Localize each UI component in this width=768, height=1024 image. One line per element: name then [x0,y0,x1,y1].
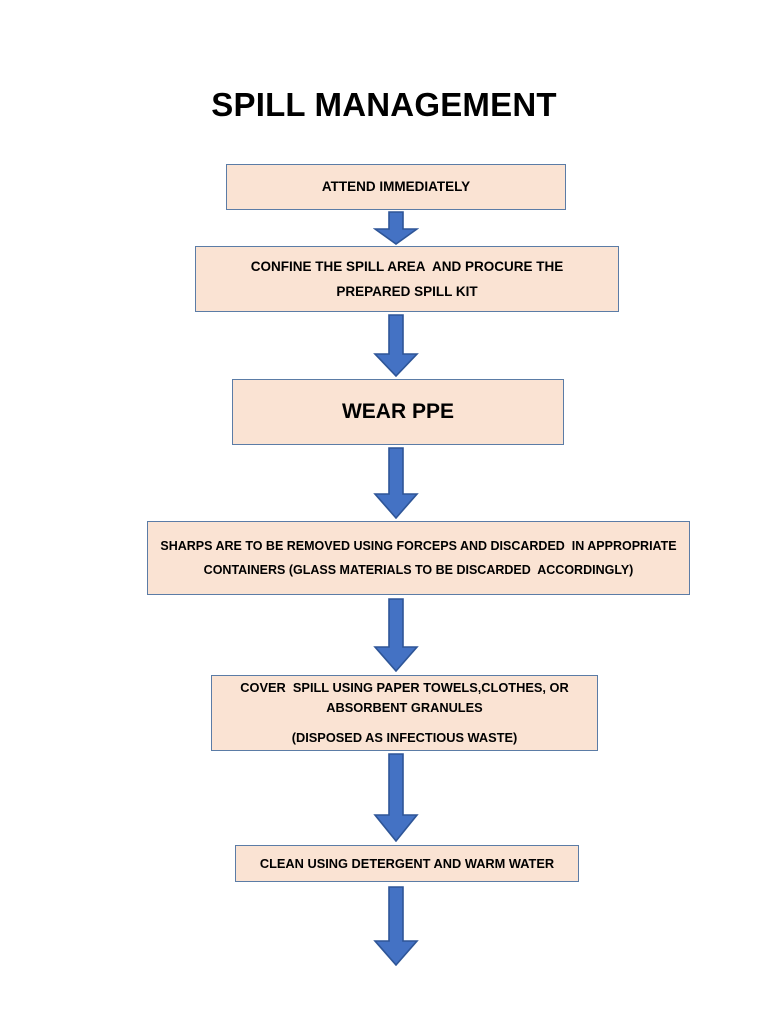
flow-node-remove-sharps[interactable]: SHARPS ARE TO BE REMOVED USING FORCEPS A… [147,521,690,595]
flow-node-wear-ppe[interactable]: WEAR PPE [232,379,564,445]
flow-node-line: PREPARED SPILL KIT [336,284,478,299]
flow-node-line: SHARPS ARE TO BE REMOVED USING FORCEPS A… [160,539,677,553]
page-title: SPILL MANAGEMENT [211,86,557,123]
flow-node-line: CONFINE THE SPILL AREA AND PROCURE THE [250,259,564,274]
flow-node-clean-detergent[interactable]: CLEAN USING DETERGENT AND WARM WATER [235,845,579,882]
flow-node-cover-spill[interactable]: COVER SPILL USING PAPER TOWELS,CLOTHES, … [211,675,598,751]
down-arrow-icon [373,753,419,842]
down-arrow-icon [373,211,419,245]
flow-node-line: ATTEND IMMEDIATELY [321,179,471,194]
flow-node-line: WEAR PPE [341,400,454,423]
flow-node-line: COVER SPILL USING PAPER TOWELS,CLOTHES, … [240,680,569,695]
down-arrow-icon [373,598,419,672]
flow-node-line: CONTAINERS (GLASS MATERIALS TO BE DISCAR… [203,563,634,577]
flow-node-line: (DISPOSED AS INFECTIOUS WASTE) [291,730,518,745]
down-arrow-icon [373,886,419,966]
flow-node-line: CLEAN USING DETERGENT AND WARM WATER [259,855,555,871]
flow-node-attend-immediately[interactable]: ATTEND IMMEDIATELY [226,164,566,210]
down-arrow-icon [373,447,419,519]
down-arrow-icon [373,314,419,377]
flow-node-line: ABSORBENT GRANULES [326,700,483,715]
flow-node-confine-and-procure[interactable]: CONFINE THE SPILL AREA AND PROCURE THE P… [195,246,619,312]
